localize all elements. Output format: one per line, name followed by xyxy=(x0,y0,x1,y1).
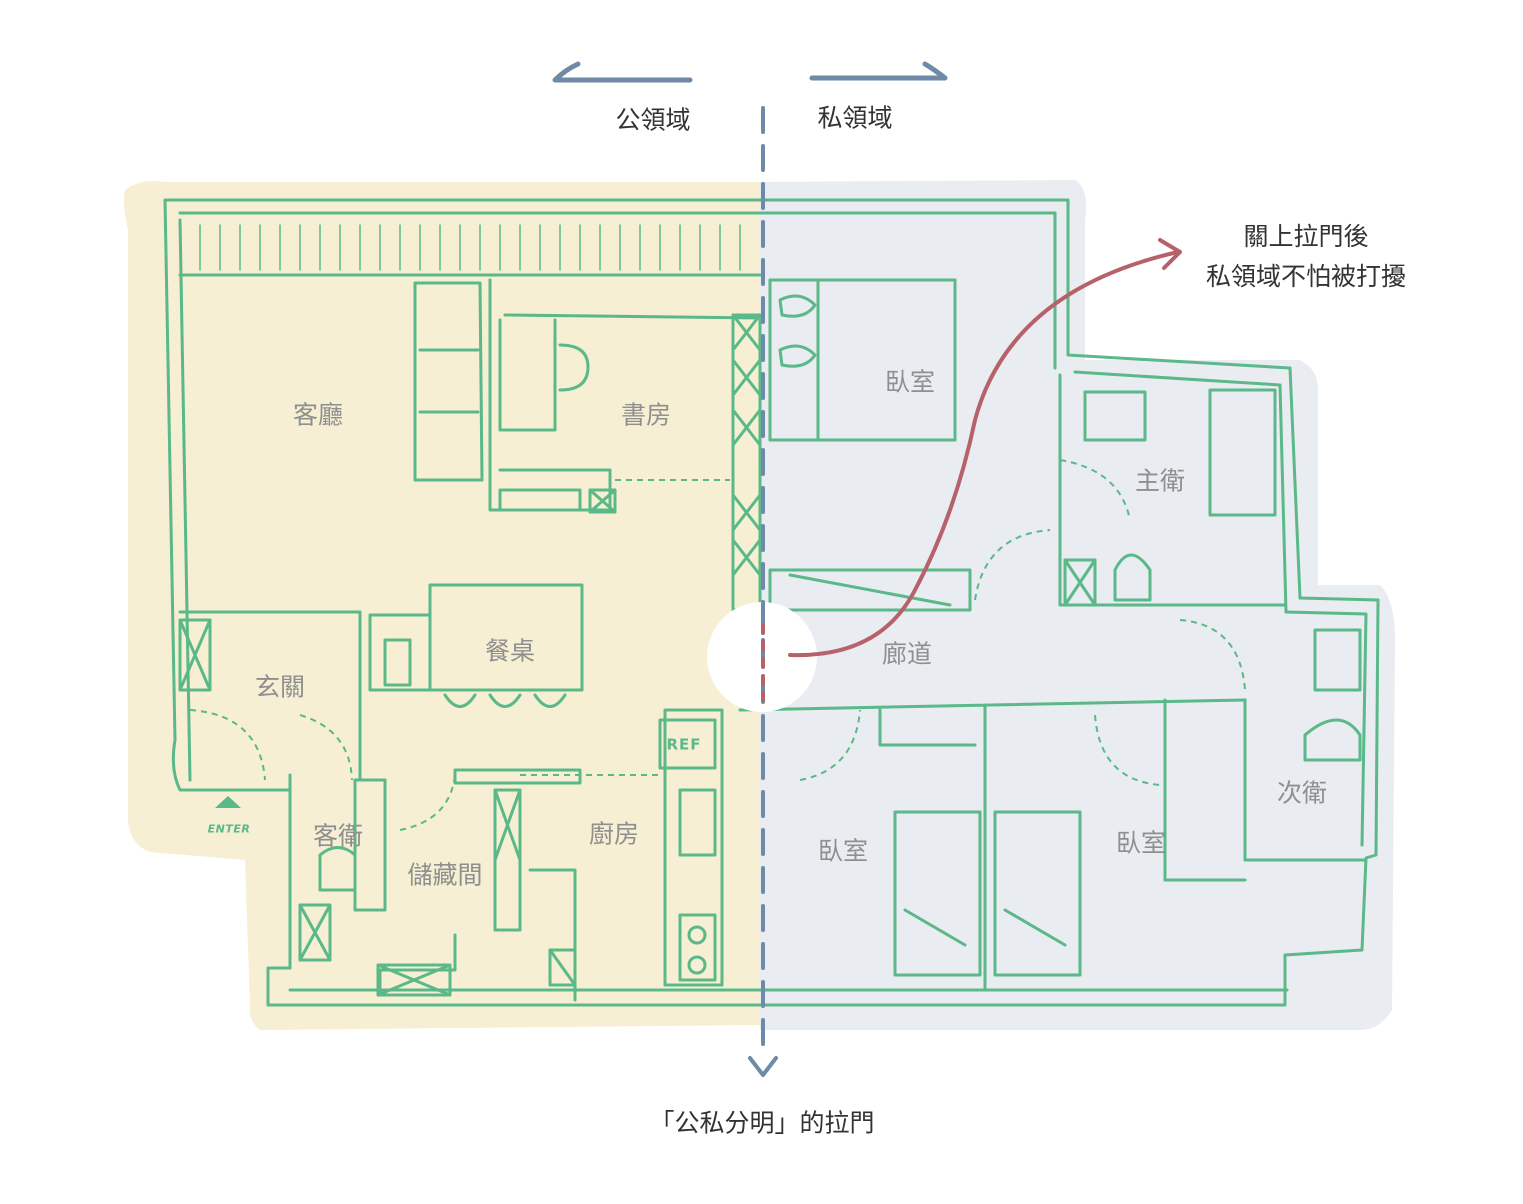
master-bath xyxy=(1058,373,1287,607)
privacy-note-line2: 私領域不怕被打擾 xyxy=(1205,262,1407,291)
study-chair xyxy=(558,343,590,392)
bedroom-walls-bottom xyxy=(738,698,1247,992)
room-label-bedroom-master: 臥室 xyxy=(884,367,936,397)
room-label-bedroom-left: 臥室 xyxy=(817,836,869,866)
room-label-entry: 玄關 xyxy=(254,672,306,702)
enter-mark: ENTER xyxy=(207,822,251,836)
storage-shelf xyxy=(376,963,452,997)
caption: 「公私分明」的拉門 xyxy=(649,1108,875,1138)
fridge xyxy=(658,718,717,770)
door-swings xyxy=(189,459,1246,831)
study-walls xyxy=(488,278,762,512)
pillows xyxy=(778,294,817,368)
room-label-study: 書房 xyxy=(620,400,672,430)
public-zone-area xyxy=(124,181,760,1030)
study-cabinet xyxy=(498,488,617,514)
room-label-second-bath: 次衛 xyxy=(1276,778,1328,808)
wardrobe-top xyxy=(768,568,972,612)
kitchen-counter xyxy=(663,708,724,987)
privacy-note: 關上拉門後 私領域不怕被打擾 xyxy=(1206,217,1406,297)
entry-walls xyxy=(178,610,362,782)
hatch-balcony xyxy=(199,224,741,271)
privacy-note-line1: 關上拉門後 xyxy=(1243,222,1369,251)
stove-burner-2 xyxy=(687,955,707,975)
public-arrow xyxy=(552,61,693,83)
room-label-corridor: 廊道 xyxy=(881,639,933,669)
bed-master xyxy=(768,278,957,442)
bed-right xyxy=(993,810,1082,977)
stove-burner-1 xyxy=(687,925,707,945)
room-label-guest-bath: 客衛 xyxy=(312,821,364,851)
private-arrow xyxy=(809,61,948,81)
walls xyxy=(163,198,1380,1007)
room-label-dining: 餐桌 xyxy=(484,636,536,666)
bed-left xyxy=(893,810,982,977)
room-label-bedroom-right: 臥室 xyxy=(1115,828,1167,858)
sofa xyxy=(413,281,484,482)
enter-arrow-icon xyxy=(215,796,241,808)
divider-arrowhead xyxy=(748,1056,778,1077)
public-zone-label: 公領域 xyxy=(615,105,691,135)
fridge-mark: REF xyxy=(666,735,702,754)
room-label-storage: 儲藏間 xyxy=(407,860,483,890)
private-zone-label: 私領域 xyxy=(817,103,893,133)
dining-table xyxy=(368,583,584,692)
room-label-master-bath: 主衛 xyxy=(1134,466,1186,496)
outer-wall-inner xyxy=(178,211,1368,992)
room-label-living: 客廳 xyxy=(292,400,344,430)
storage-walls xyxy=(378,768,582,1002)
privacy-arrowhead xyxy=(1158,238,1182,270)
room-label-kitchen: 廚房 xyxy=(588,819,640,849)
second-bath xyxy=(1243,628,1367,862)
dining-chairs xyxy=(443,693,567,708)
privacy-arrow xyxy=(788,250,1180,658)
outer-wall xyxy=(163,198,1380,1007)
guest-bath xyxy=(288,773,387,962)
